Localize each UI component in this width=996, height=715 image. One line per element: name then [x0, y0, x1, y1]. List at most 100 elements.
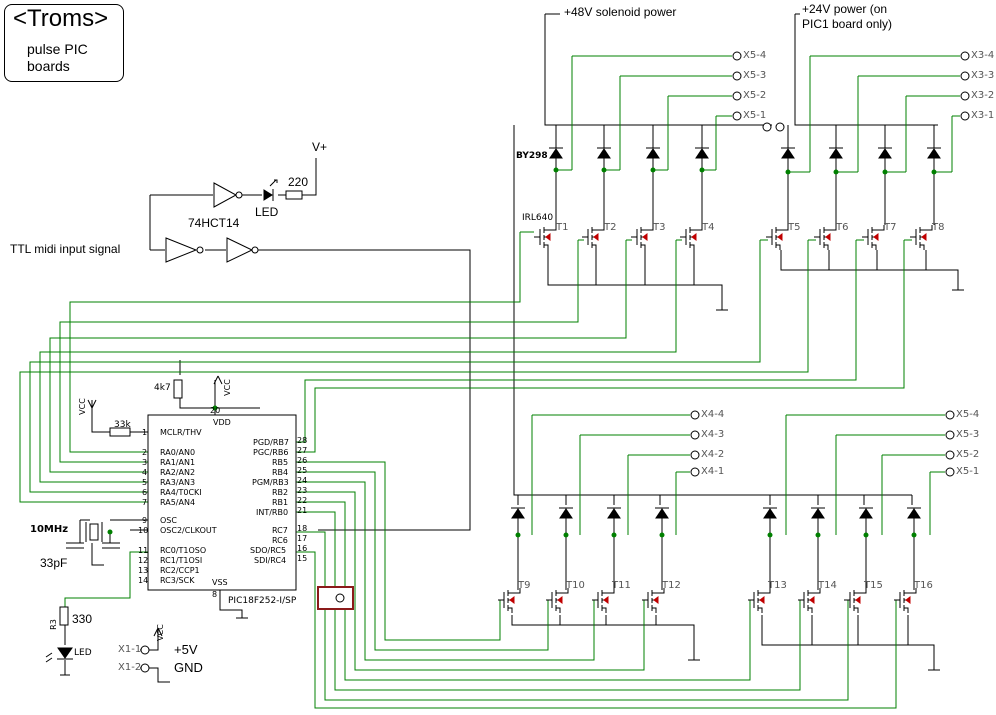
- pin-label-right: RB4: [272, 468, 289, 477]
- connector-label: X5-3: [743, 70, 767, 81]
- label-pullup: 4k7: [154, 383, 171, 393]
- label-led-resistor: 330: [72, 612, 93, 626]
- pin-label-left: OSC2/CLKOUT: [160, 526, 217, 535]
- connector-label: X5-2: [956, 449, 980, 460]
- pin-label-left: RC1/T1OSI: [160, 556, 203, 565]
- pin-number-right: 25: [297, 466, 308, 475]
- label-vplus: V+: [312, 140, 328, 154]
- pin-number-right: 16: [297, 544, 308, 553]
- schematic-subtitle: pulse PIC boards: [27, 41, 88, 74]
- connector-label: X5-1: [956, 466, 980, 477]
- connector-label: X3-4: [971, 50, 995, 61]
- transistor-label: T12: [662, 580, 681, 591]
- green-wires: [19, 55, 960, 709]
- pin-number-right: 22: [297, 496, 308, 505]
- pin-number-left: 4: [142, 468, 148, 477]
- transistor-label: T7: [884, 222, 897, 233]
- connector-label: X4-1: [701, 466, 725, 477]
- pin-number-left: 7: [142, 498, 148, 507]
- pin-label-right: PGD/RB7: [253, 438, 290, 447]
- label-led-status: LED: [74, 648, 92, 658]
- transistor-label: T9: [518, 580, 531, 591]
- transistor-label: T11: [612, 580, 631, 591]
- connector-label: X1-2: [118, 662, 142, 673]
- pin-label-left: RA0/AN0: [160, 448, 196, 457]
- pin-number-right: 21: [297, 506, 308, 515]
- connector-label: X3-2: [971, 90, 995, 101]
- label-vdd: VDD: [213, 418, 231, 427]
- pin-number-right: 17: [297, 534, 308, 543]
- pin-label-left: RA3/AN3: [160, 478, 196, 487]
- pin-number-right: 23: [297, 486, 308, 495]
- pin-number-left: 6: [142, 488, 148, 497]
- connector-label: X4-3: [701, 429, 725, 440]
- pin-label-right: SDO/RC5: [250, 546, 287, 555]
- transistor-label: T14: [818, 580, 837, 591]
- pin-number-left: 11: [138, 546, 149, 555]
- transistor-label: T10: [566, 580, 585, 591]
- connector-label: X5-2: [743, 90, 767, 101]
- transistor-label: T6: [836, 222, 849, 233]
- label-led-input: LED: [255, 205, 279, 219]
- label-resistor-220: 220: [288, 175, 309, 189]
- title-box: <Troms> pulse PIC boards: [4, 4, 124, 82]
- label-vcc-mclr: VCC: [77, 398, 87, 415]
- pin-number-right: 27: [297, 446, 308, 455]
- label-pin-8: 8: [212, 590, 218, 599]
- pin-number-right: 15: [297, 554, 308, 563]
- label-pin-20: 20: [210, 406, 221, 415]
- passives: [45, 179, 303, 663]
- pin-label-right: PGC/RB6: [253, 448, 289, 457]
- pin-number-right: 18: [297, 524, 308, 533]
- pin-label-left: RC2/CCP1: [160, 566, 200, 575]
- connector-label: X5-4: [743, 50, 767, 61]
- transistor-label: T5: [788, 222, 801, 233]
- transistor-label: T8: [932, 222, 945, 233]
- pin-label-left: RC0/T1OSO: [160, 546, 207, 555]
- label-24v-power: +24V power (on PIC1 board only): [802, 2, 893, 31]
- pic-body: [147, 414, 297, 591]
- transistor-label: T3: [653, 222, 666, 233]
- pin-label-left: RC3/SCK: [160, 576, 195, 585]
- pin-number-left: 13: [138, 566, 149, 575]
- pin-label-left: RA5/AN4: [160, 498, 196, 507]
- pin-label-right: SDI/RC4: [254, 556, 287, 565]
- pin-number-left: 9: [142, 516, 148, 525]
- pin-label-left: OSC: [160, 516, 177, 525]
- label-inverter-ic: 74HCT14: [188, 216, 240, 230]
- pin-number-right: 24: [297, 476, 308, 485]
- pin-label-left: MCLR/THV: [160, 428, 202, 437]
- label-mosfet-type: IRL640: [522, 213, 554, 223]
- diodes: [511, 147, 941, 519]
- connector-circles: [140, 51, 970, 673]
- label-diode-type: BY298: [516, 151, 548, 161]
- pin-label-left: RA4/T0CKI: [160, 488, 202, 497]
- transistor-label: T4: [702, 222, 715, 233]
- pin-number-right: 26: [297, 456, 308, 465]
- pin-number-left: 1: [142, 428, 148, 437]
- mosfet-symbols: [498, 225, 933, 613]
- transistor-label: T13: [768, 580, 787, 591]
- black-wires: [60, 13, 964, 683]
- transistor-label: T16: [914, 580, 933, 591]
- schematic-title: <Troms>: [13, 5, 109, 32]
- pin-number-left: 3: [142, 458, 148, 467]
- connector-label: X5-4: [956, 409, 980, 420]
- connector-label: X4-2: [701, 449, 725, 460]
- transistor-label: T2: [604, 222, 617, 233]
- label-gnd: GND: [174, 660, 203, 675]
- connector-label: X3-1: [971, 110, 995, 121]
- connector-label: X5-1: [743, 110, 767, 121]
- inverter-gates: [165, 182, 259, 263]
- pin-label-right: INT/RB0: [256, 508, 289, 517]
- pin-number-left: 2: [142, 448, 148, 457]
- label-mclr-resistor: 33k: [114, 420, 131, 430]
- pin-number-left: 5: [142, 478, 148, 487]
- connector-label: X4-4: [701, 409, 725, 420]
- label-input-signal: TTL midi input signal: [10, 242, 121, 256]
- pin-label-right: RC6: [272, 536, 288, 545]
- transistor-label: T1: [556, 222, 569, 233]
- pin-label-right: RB2: [272, 488, 289, 497]
